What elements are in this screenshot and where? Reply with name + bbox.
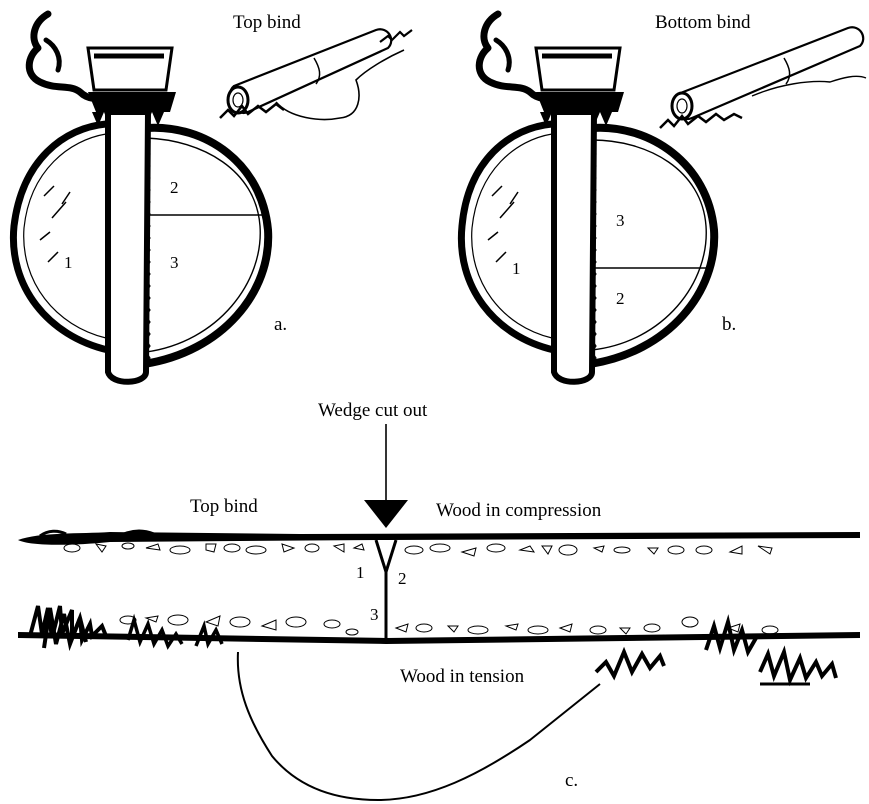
log-sketch-a <box>220 29 412 119</box>
panel-a-title: Top bind <box>233 12 301 33</box>
compression-label: Wood in compression <box>436 500 602 521</box>
panel-c-letter: c. <box>565 770 578 791</box>
panel-c-side-view: Wedge cut out Top bind Wood in compressi… <box>18 400 860 800</box>
segment-3-label: 3 <box>616 211 625 230</box>
segment-1-label: 1 <box>356 563 365 582</box>
chainsaw-handle-icon <box>29 14 176 128</box>
panel-b-title: Bottom bind <box>655 12 751 33</box>
segment-2-label: 2 <box>616 289 625 308</box>
panel-b-bottom-bind: Bottom bind 1 3 2 b. <box>461 12 866 382</box>
segment-3-label: 3 <box>170 253 179 272</box>
tension-label: Wood in tension <box>400 666 525 687</box>
segment-2-label: 2 <box>170 178 179 197</box>
log-sketch-b <box>660 27 866 128</box>
log-top-surface <box>18 531 860 545</box>
wedge-cut <box>376 540 396 640</box>
wedge-label: Wedge cut out <box>318 400 428 421</box>
top-bind-label: Top bind <box>190 496 258 517</box>
saw-bar-a <box>108 112 150 382</box>
panel-b-letter: b. <box>722 314 736 335</box>
wedge-arrow-icon <box>364 424 408 528</box>
saw-bar-b <box>554 112 596 382</box>
panel-a-top-bind: Top bind 1 2 3 a. <box>13 12 412 382</box>
segment-2-label: 2 <box>398 569 407 588</box>
segment-3-label: 3 <box>370 605 379 624</box>
segment-1-label: 1 <box>512 259 521 278</box>
segment-1-label: 1 <box>64 253 73 272</box>
panel-a-letter: a. <box>274 314 287 335</box>
bark-texture-top <box>64 543 772 556</box>
